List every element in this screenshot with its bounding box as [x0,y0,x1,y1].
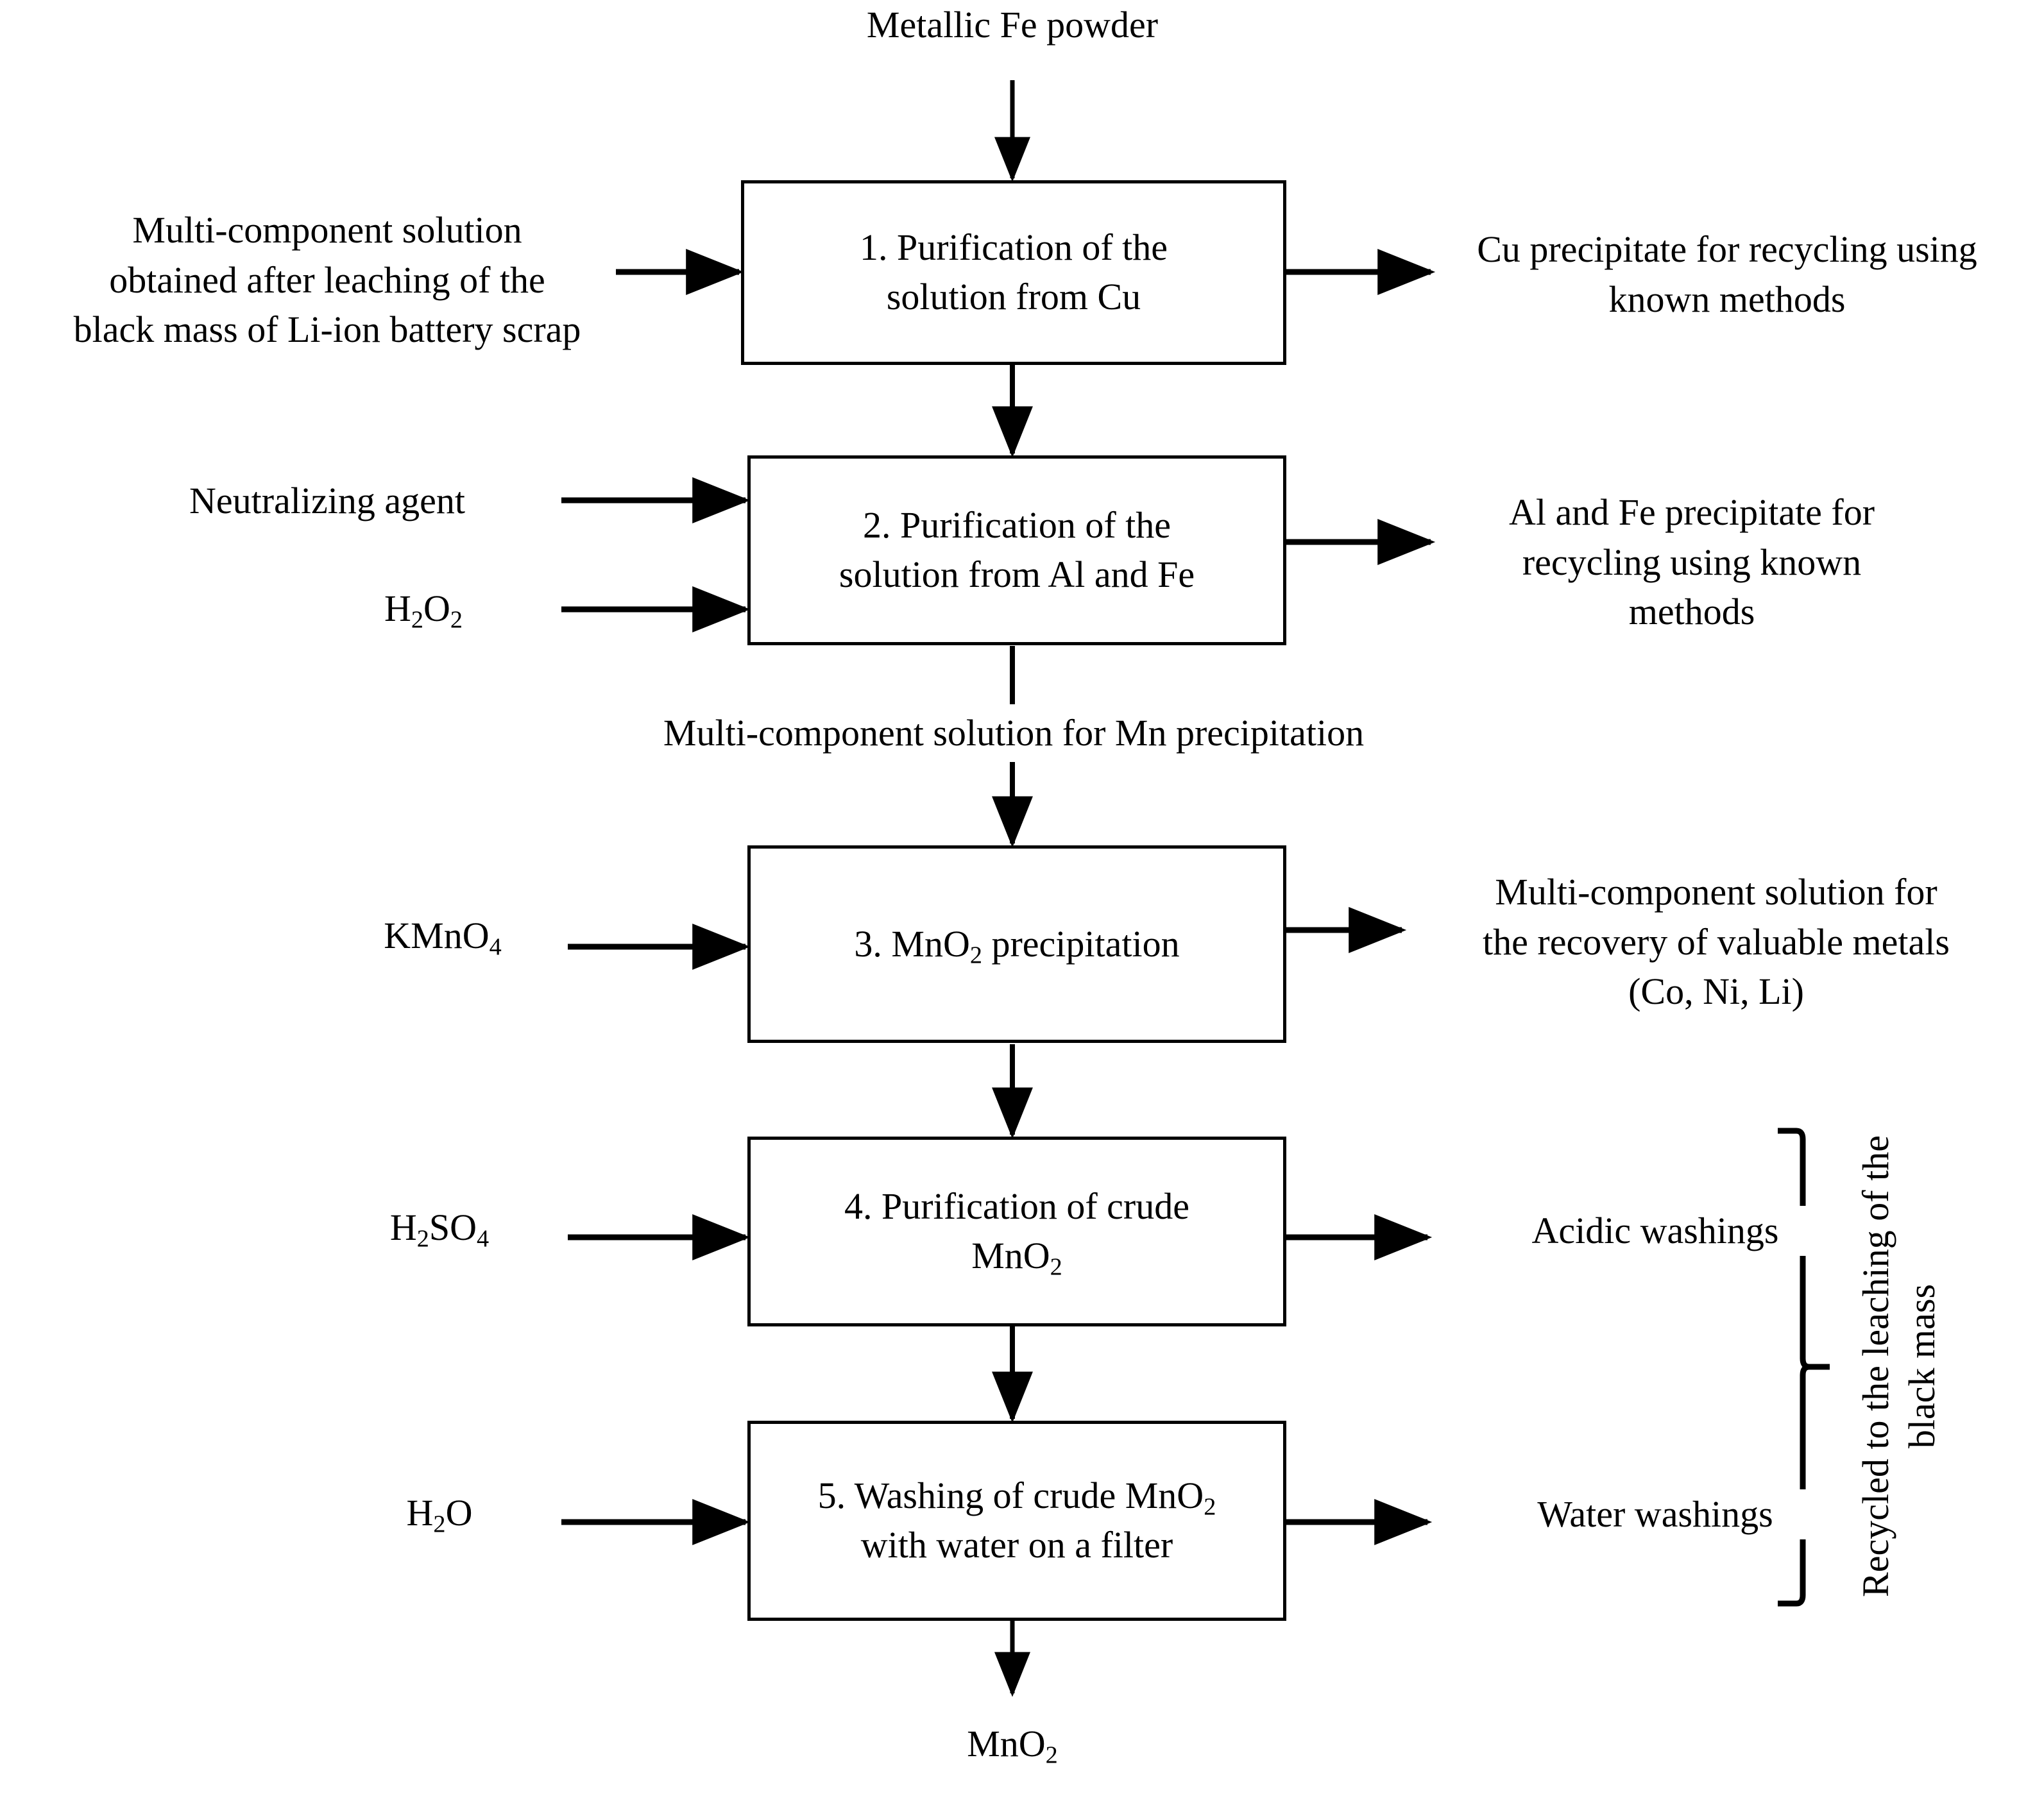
label-kmno4: KMnO4 [321,911,565,961]
label-h2so4: H2SO4 [314,1203,565,1253]
label-h2o2: H2O2 [308,584,539,634]
h2so4-formula: H2SO4 [389,1206,490,1253]
label-water-washings-output: Water washings [1437,1489,1873,1539]
step-5-label-line-1: 5. Washing of crude MnO2 [817,1475,1216,1521]
neutralizing-agent-text: Neutralizing agent [189,480,465,521]
cu-precipitate-line-1: Cu precipitate for recycling using [1477,228,1977,270]
label-cu-precipitate-output: Cu precipitate for recycling using known… [1438,224,2016,325]
step-4-label-line-1: 4. Purification of crude [844,1185,1189,1228]
label-mn-precipitation-solution: Multi-component solution for Mn precipit… [597,704,1431,762]
h2o2-formula: H2O2 [384,588,463,634]
step-2-label-line-1: 2. Purification of the [862,504,1171,546]
label-metallic-fe-powder: Metallic Fe powder [692,0,1333,50]
step-3-box[interactable]: 3. MnO2 precipitation [747,845,1286,1043]
recycle-label-line-1: Recycled to the leaching of the [1854,1135,1896,1597]
label-acidic-washings-output: Acidic washings [1437,1206,1873,1256]
cu-precipitate-line-2: known methods [1608,278,1846,320]
valuable-metals-line-2: the recovery of valuable metals [1483,920,1950,963]
label-neutralizing-agent: Neutralizing agent [115,476,539,526]
final-mno2-formula: MnO2 [967,1723,1058,1769]
step-5-label-line-2: with water on a filter [860,1524,1173,1566]
valuable-metals-line-3: (Co, Ni, Li) [1628,970,1804,1013]
step-2-label-line-2: solution from Al and Fe [839,554,1195,595]
label-h2o: H2O [334,1488,545,1538]
step-4-box[interactable]: 4. Purification of crude MnO2 [747,1137,1286,1326]
step-3-label: 3. MnO2 precipitation [854,922,1180,969]
step-1-label-line-1: 1. Purification of the [859,226,1168,269]
al-fe-precipitate-line-3: methods [1628,591,1755,633]
leach-solution-line-1: Multi-component solution [132,209,522,251]
label-final-product-mno2: MnO2 [884,1719,1141,1769]
step-2-box[interactable]: 2. Purification of the solution from Al … [747,455,1286,645]
step-1-label-line-2: solution from Cu [886,276,1141,317]
step-4-label-line-2: MnO2 [971,1235,1062,1281]
label-leach-solution: Multi-component solution obtained after … [38,205,616,355]
label-al-fe-precipitate-output: Al and Fe precipitate for recycling usin… [1438,487,1945,638]
step-1-box[interactable]: 1. Purification of the solution from Cu [741,180,1286,365]
water-washings-text: Water washings [1537,1493,1773,1535]
recycle-label-line-2: black mass [1901,1283,1943,1449]
kmno4-formula: KMnO4 [384,915,502,961]
metallic-fe-powder-text: Metallic Fe powder [866,4,1159,46]
label-recycled-to-leaching: Recycled to the leaching of the black ma… [1662,1129,2044,1604]
h2o-formula: H2O [406,1492,473,1538]
al-fe-precipitate-line-1: Al and Fe precipitate for [1508,491,1875,533]
leach-solution-line-2: obtained after leaching of the [109,258,545,301]
label-valuable-metals-output: Multi-component solution for the recover… [1411,867,2021,1017]
mn-precipitation-solution-text: Multi-component solution for Mn precipit… [663,712,1365,754]
step-5-box[interactable]: 5. Washing of crude MnO2 with water on a… [747,1421,1286,1621]
al-fe-precipitate-line-2: recycling using known [1522,541,1862,583]
acidic-washings-text: Acidic washings [1531,1210,1779,1251]
valuable-metals-line-1: Multi-component solution for [1495,871,1938,913]
leach-solution-line-3: black mass of Li-ion battery scrap [73,309,581,351]
